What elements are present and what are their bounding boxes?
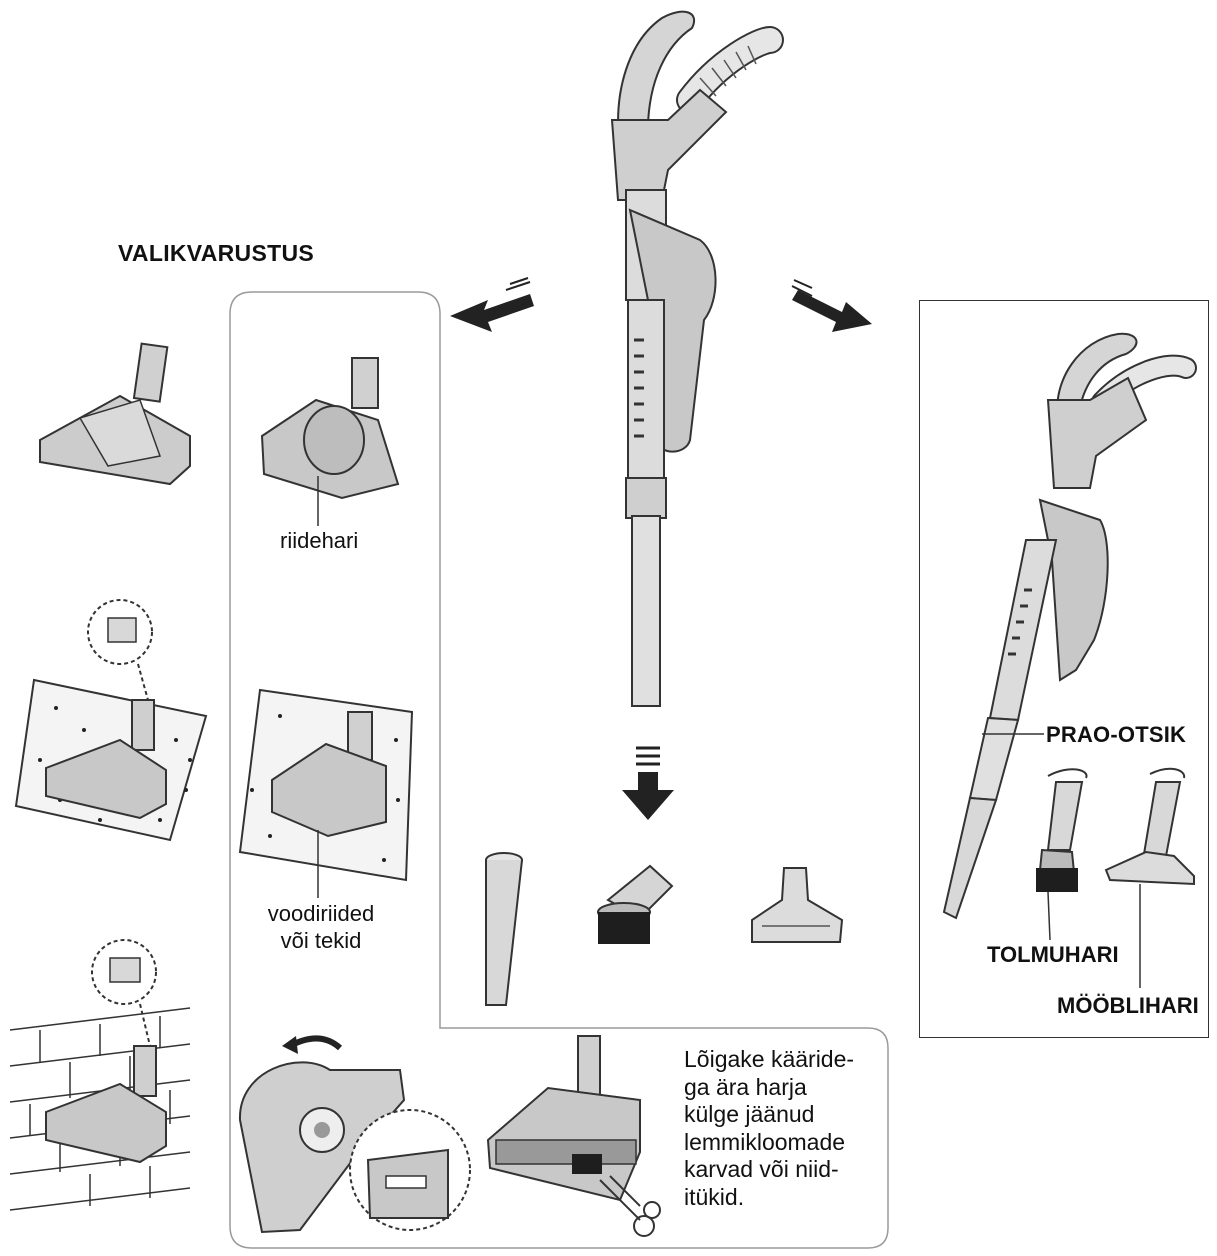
optional-accessories-heading: VALIKVARUSTUS [118,240,314,266]
bedding-label: voodiriided või tekid [262,900,380,954]
bedding-label-line1: voodiriided [267,901,375,926]
crevice-tool-label: PRAO-OTSIK [1046,722,1187,747]
instruction-line: lemmikloomade [684,1128,846,1155]
brush-cleaning-instruction: Lõigake kääride- ga ära harja külge jään… [684,1046,874,1211]
instruction-line: ga ära harja [684,1073,807,1100]
furniture-brush-label: MÖÖBLIHARI [1057,993,1199,1018]
clothes-brush-label: riidehari [280,528,359,553]
dust-brush-label: TOLMUHARI [987,942,1119,967]
instruction-line: Lõigake kääride- [684,1046,855,1072]
accessory-usage-frame [919,300,1209,1038]
instruction-line: itükid. [684,1183,745,1210]
bedding-label-line2: või tekid [280,928,362,953]
instruction-line: külge jäänud [684,1101,815,1127]
instruction-line: karvad või niid- [684,1156,839,1182]
